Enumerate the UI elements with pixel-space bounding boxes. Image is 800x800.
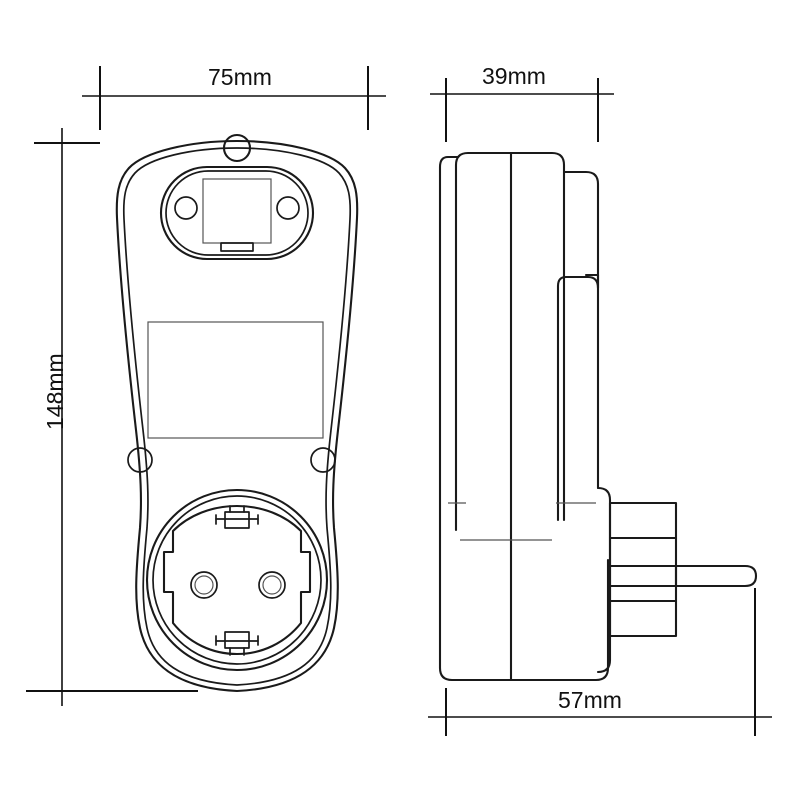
dimension-width-75mm [82,66,386,130]
hanger-hole [222,133,252,163]
socket-pin-hole-right [258,571,286,599]
side-rear-step-upper [562,170,600,277]
earth-clip-top [215,505,259,529]
schuko-socket-well [162,504,312,656]
bezel-tab [220,242,254,252]
screw-hole-right [310,447,336,473]
dimension-total-depth-57mm-label: 57mm [558,687,622,713]
display-bezel [159,165,315,261]
plug-pin [608,564,758,588]
button-left[interactable] [174,196,198,220]
socket-pin-hole-right-inner [262,575,282,595]
display-bezel-inner [165,170,309,256]
dimension-height-148mm [26,128,198,706]
dimension-width-75mm-label: 75mm [208,64,272,90]
earth-clip-bottom [215,631,259,656]
display-screen [202,178,272,244]
plug-base [608,501,678,638]
side-view [438,151,758,682]
dimension-depth-39mm-label: 39mm [482,63,546,89]
socket-pin-hole-left-inner [194,575,214,595]
device-body-inner-outline [122,147,352,686]
earth-clip-bottom-body [224,631,250,649]
button-right[interactable] [276,196,300,220]
side-body-outline [438,155,610,682]
earth-clip-top-body [224,511,250,529]
label-panel [147,321,324,439]
device-body-outline [115,139,359,693]
socket-pin-hole-left [190,571,218,599]
front-view [115,133,359,693]
dimension-depth-39mm [430,78,614,142]
screw-hole-left [127,447,153,473]
schuko-socket-outer-ring [145,488,329,672]
dimension-total-depth-57mm [428,588,772,736]
schuko-socket-outer-ring-inner [152,495,322,665]
dimension-height-148mm-label: 148mm [42,353,68,430]
